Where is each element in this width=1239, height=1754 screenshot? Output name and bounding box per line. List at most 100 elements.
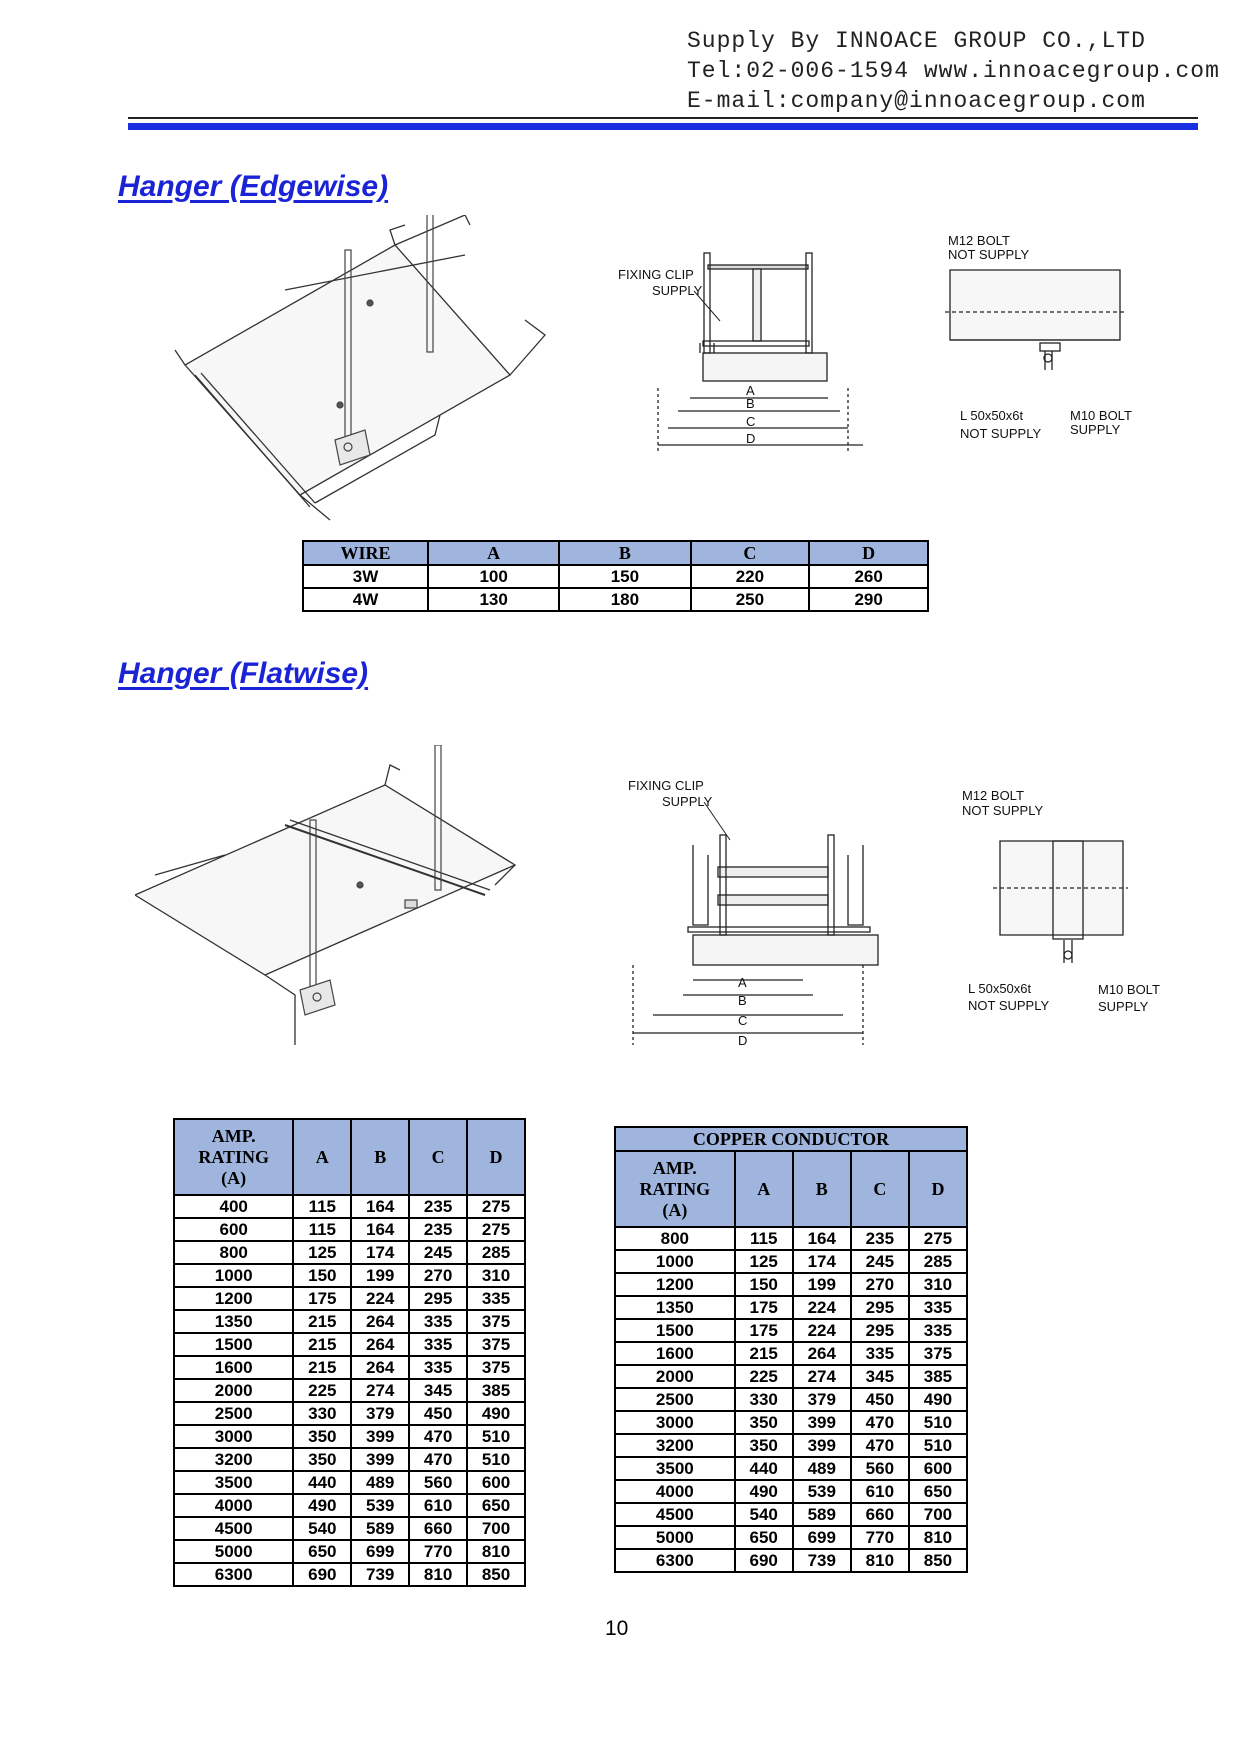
table-cell: 539 (791, 1479, 852, 1504)
table-cell: 245 (849, 1249, 910, 1274)
table-cell: 810 (849, 1548, 910, 1573)
column-header: D (808, 540, 929, 566)
table-cell: 2000 (172, 1378, 295, 1403)
fixing-clip-supply-label: SUPPLY (652, 283, 703, 298)
table-cell: 199 (350, 1263, 411, 1288)
dim-b-label: B (746, 396, 755, 411)
flatwise-m12-bolt-label: M12 BOLT (962, 788, 1024, 803)
table-cell: 3000 (614, 1410, 736, 1435)
column-header: A (292, 1118, 353, 1196)
table-cell: 285 (907, 1249, 969, 1274)
table-cell: 4W (302, 587, 429, 612)
table-cell: 6300 (614, 1548, 736, 1573)
table-cell: 470 (849, 1433, 910, 1458)
table-cell: 224 (791, 1295, 852, 1320)
table-cell: 295 (408, 1286, 469, 1311)
table-cell: 650 (292, 1539, 353, 1564)
table-cell: 150 (558, 564, 692, 589)
table-cell: 399 (350, 1424, 411, 1449)
table-cell: 3000 (172, 1424, 295, 1449)
table-cell: 335 (408, 1309, 469, 1334)
table-cell: 345 (849, 1364, 910, 1389)
table-cell: 690 (292, 1562, 353, 1587)
edgewise-section-title: Hanger (Edgewise) (118, 170, 389, 203)
table-cell: 700 (466, 1516, 526, 1541)
table-cell: 490 (733, 1479, 794, 1504)
table-cell: 375 (466, 1332, 526, 1357)
table-cell: 3W (302, 564, 429, 589)
table-cell: 600 (466, 1470, 526, 1495)
dim-a-label: A (746, 383, 755, 398)
table-cell: 115 (733, 1226, 794, 1251)
table-cell: 490 (466, 1401, 526, 1426)
table-cell: 335 (907, 1295, 969, 1320)
table-cell: 1500 (614, 1318, 736, 1343)
flatwise-dim-d-label: D (738, 1033, 747, 1048)
table-cell: 490 (907, 1387, 969, 1412)
table-cell: 1600 (614, 1341, 736, 1366)
header-divider-thick (128, 123, 1198, 130)
table-cell: 1200 (614, 1272, 736, 1297)
table-cell: 224 (350, 1286, 411, 1311)
m10-bolt-label: M10 BOLT (1070, 408, 1132, 423)
copper-conductor-caption: COPPER CONDUCTOR (614, 1126, 968, 1152)
table-cell: 699 (791, 1525, 852, 1550)
header-contact-line: Tel:02-006-1594 www.innoacegroup.com (687, 58, 1220, 84)
table-cell: 310 (466, 1263, 526, 1288)
table-cell: 335 (408, 1355, 469, 1380)
table-cell: 350 (292, 1447, 353, 1472)
flatwise-angle-not-supply-label: NOT SUPPLY (968, 998, 1049, 1013)
table-cell: 650 (733, 1525, 794, 1550)
table-cell: 4000 (614, 1479, 736, 1504)
table-cell: 335 (408, 1332, 469, 1357)
angle-label: L 50x50x6t (960, 408, 1024, 423)
flatwise-side-view-drawing: M12 BOLT NOT SUPPLY M10 BOLT SUPPLY L 50… (958, 785, 1168, 1015)
table-cell: 489 (350, 1470, 411, 1495)
table-cell: 3500 (172, 1470, 295, 1495)
table-cell: 560 (408, 1470, 469, 1495)
fixing-clip-label: FIXING CLIP (618, 267, 694, 282)
table-cell: 510 (907, 1410, 969, 1435)
flatwise-m10-bolt-label: M10 BOLT (1098, 982, 1160, 997)
table-cell: 264 (350, 1309, 411, 1334)
table-cell: 610 (849, 1479, 910, 1504)
table-cell: 540 (733, 1502, 794, 1527)
table-cell: 215 (292, 1309, 353, 1334)
table-cell: 1000 (614, 1249, 736, 1274)
column-header: B (791, 1150, 852, 1228)
table-cell: 739 (350, 1562, 411, 1587)
table-cell: 770 (849, 1525, 910, 1550)
flatwise-dim-b-label: B (738, 993, 747, 1008)
table-cell: 589 (791, 1502, 852, 1527)
table-cell: 235 (849, 1226, 910, 1251)
table-cell: 335 (849, 1341, 910, 1366)
column-header: B (558, 540, 692, 566)
table-cell: 274 (350, 1378, 411, 1403)
header-divider-thin (128, 117, 1198, 119)
m12-not-supply-label: NOT SUPPLY (948, 247, 1029, 262)
table-cell: 660 (408, 1516, 469, 1541)
table-cell: 379 (791, 1387, 852, 1412)
table-cell: 1500 (172, 1332, 295, 1357)
table-cell: 285 (466, 1240, 526, 1265)
table-cell: 850 (466, 1562, 526, 1587)
table-cell: 115 (292, 1194, 353, 1219)
table-cell: 264 (350, 1332, 411, 1357)
table-cell: 600 (907, 1456, 969, 1481)
table-cell: 270 (408, 1263, 469, 1288)
column-header: AMP. RATING (A) (614, 1150, 736, 1228)
table-cell: 275 (907, 1226, 969, 1251)
